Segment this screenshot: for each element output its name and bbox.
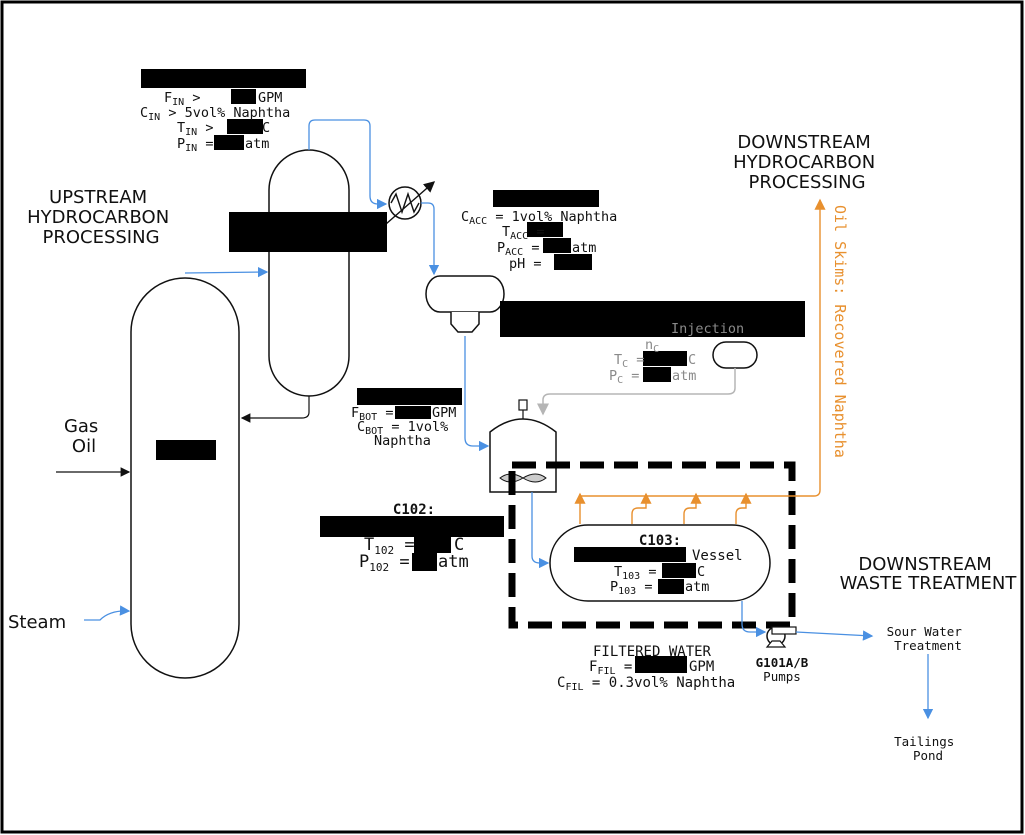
svg-text:T102 =C: T102 =C	[364, 535, 464, 557]
svg-text:TACC =: TACC =	[502, 224, 544, 242]
svg-text:PC =atm: PC =atm	[609, 368, 696, 386]
c102-boundary	[508, 461, 796, 629]
mixer-vessel	[489, 399, 557, 493]
svg-text:C102:: C102:	[393, 502, 435, 518]
svg-text:T103 =C: T103 =C	[614, 564, 705, 582]
svg-text:C103:: C103:	[639, 533, 681, 549]
pumps-label: Pumps	[763, 669, 801, 684]
steam-label: Steam	[8, 612, 66, 633]
c102-conditions: C102: T102 =C P102 =atm	[359, 502, 469, 574]
svg-text:Injection: Injection	[671, 321, 744, 337]
svg-text:CACC = 1vol% Naphtha: CACC = 1vol% Naphtha	[461, 209, 617, 227]
svg-text:Naphtha: Naphtha	[374, 433, 431, 449]
stripper-column	[268, 149, 350, 397]
c103-vessel	[549, 524, 771, 602]
oil-skims-label: Oil Skims: Recovered Naphtha	[831, 205, 849, 458]
svg-text:PACC =atm: PACC =atm	[497, 240, 596, 258]
heat-exchanger-icon	[385, 181, 436, 225]
svg-text:FBOT =GPM: FBOT =GPM	[351, 405, 456, 423]
svg-text:FFIL =GPM: FFIL =GPM	[589, 659, 714, 677]
accumulator-conditions: CACC = 1vol% Naphtha TACC = PACC =atm pH…	[461, 209, 617, 272]
svg-text:CIN > 5vol% Naphtha: CIN > 5vol% Naphtha	[140, 105, 290, 123]
pump-icon	[765, 626, 797, 648]
tailings-label: Tailings Pond	[894, 734, 962, 763]
svg-text:CFIL = 0.3vol% Naphtha: CFIL = 0.3vol% Naphtha	[557, 675, 735, 693]
c103-conditions: C103: Vessel T103 =C P103 =atm	[610, 533, 743, 597]
injection-conditions: Injection nC TC =C PC =atm	[609, 321, 744, 386]
svg-text:FIN > GPM: FIN > GPM	[164, 90, 282, 108]
injection-tank	[712, 341, 758, 369]
svg-text:pH =: pH =	[509, 256, 542, 272]
main-column-redaction	[156, 440, 216, 460]
upstream-label: UPSTREAM HYDROCARBON PROCESSING	[27, 187, 175, 248]
svg-text:Vessel: Vessel	[692, 548, 743, 564]
svg-text:CBOT = 1vol%: CBOT = 1vol%	[357, 419, 448, 437]
pump-tag: G101A/B	[756, 655, 809, 670]
filtered-water-conditions: FILTERED WATER FFIL =GPM CFIL = 0.3vol% …	[557, 644, 735, 693]
downstream-waste-label: DOWNSTREAM WASTE TREATMENT	[840, 554, 1018, 594]
process-streams	[56, 119, 934, 720]
svg-text:P102 =atm: P102 =atm	[359, 552, 469, 574]
feed-conditions: FIN > GPM CIN > 5vol% Naphtha TIN >C PIN…	[140, 90, 290, 154]
svg-text:PIN =atm: PIN =atm	[177, 136, 269, 154]
main-column	[130, 277, 240, 679]
accumulator-drum	[425, 275, 505, 333]
redactions	[141, 69, 805, 673]
downstream-hc-label: DOWNSTREAM HYDROCARBON PROCESSING	[733, 132, 881, 193]
gas-oil-label: Gas Oil	[64, 416, 104, 457]
svg-text:FILTERED WATER: FILTERED WATER	[593, 644, 712, 660]
sour-water-label: Sour Water Treatment	[887, 624, 970, 653]
svg-text:TC =C: TC =C	[614, 352, 696, 370]
bottoms-conditions: FBOT =GPM CBOT = 1vol% Naphtha	[351, 405, 456, 449]
svg-text:P103 =atm: P103 =atm	[610, 579, 709, 597]
svg-text:nC: nC	[645, 337, 659, 355]
svg-text:TIN >C: TIN >C	[177, 120, 270, 138]
